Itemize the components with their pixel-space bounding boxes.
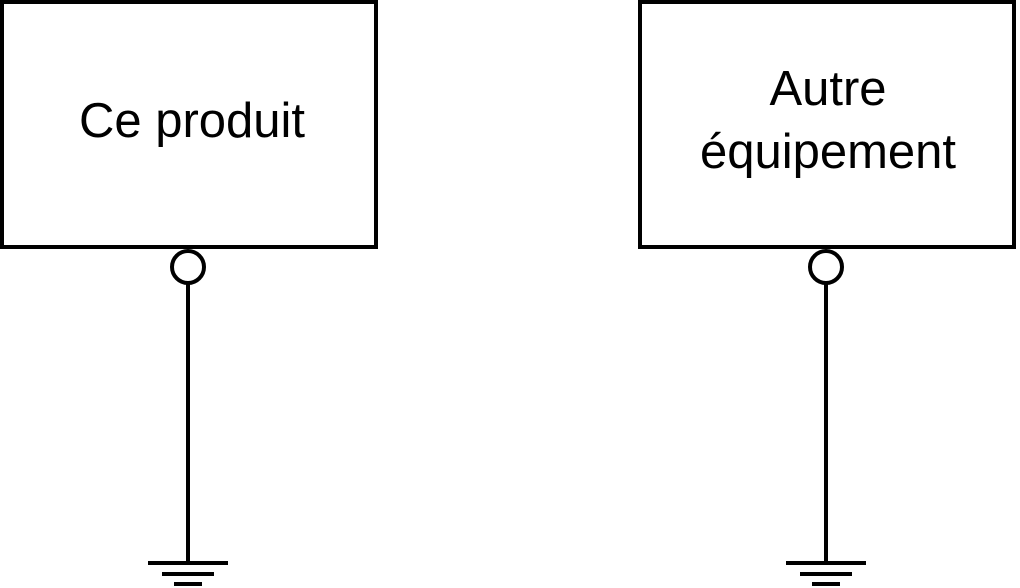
other-equipment-ground-symbol-icon [786,561,866,586]
product-terminal [170,249,206,285]
product-box [0,0,378,249]
product-unit: Ce produit [0,0,378,586]
product-ground-symbol-icon [148,561,228,586]
other-equipment-box [638,0,1016,249]
other-equipment-label: Autre [769,62,886,116]
other-equipment-label-line2: équipement [700,125,956,179]
product-label: Ce produit [79,94,305,148]
other-equipment-terminal [808,249,844,285]
other-equipment-unit: Autre équipement [638,0,1016,586]
